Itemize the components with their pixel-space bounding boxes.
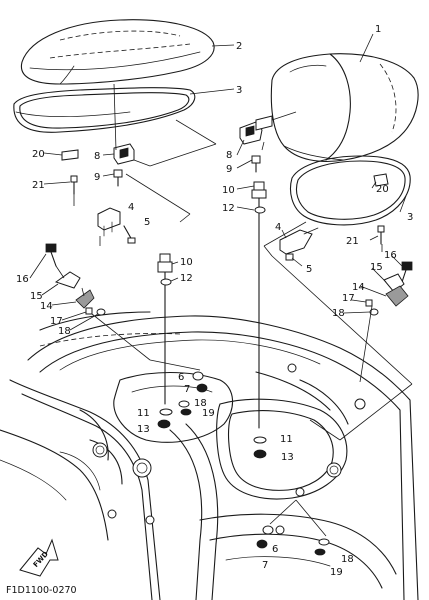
front-washer-11 [253, 436, 267, 444]
rear-washer-11 [159, 408, 173, 416]
rear-washer-19 [180, 408, 192, 416]
callout-3: 3 [236, 85, 242, 96]
callout-15-front: 15 [370, 262, 383, 273]
callout-21-rear: 21 [32, 180, 45, 191]
front-nut-7 [256, 539, 268, 549]
callout-6-rear: 6 [178, 372, 184, 383]
callout-10-front: 10 [222, 185, 235, 196]
forward-direction-arrow: FWD [19, 538, 59, 577]
rear-nut-7 [196, 383, 208, 393]
callout-16-front: 16 [384, 250, 397, 261]
rear-washer-12 [160, 278, 172, 286]
callout-9-front: 9 [226, 164, 232, 175]
rear-collar-18 [96, 308, 106, 316]
callout-18-rear-b: 18 [194, 398, 207, 409]
front-seat-gasket [289, 155, 411, 226]
front-nut-13 [253, 449, 267, 459]
callout-13-rear: 13 [137, 424, 150, 435]
front-stopper-14 [385, 285, 409, 307]
rear-striker-10 [157, 253, 173, 405]
diagram-code: F1D1100-0270 [6, 585, 77, 596]
rear-hook-4 [97, 207, 121, 237]
callout-7-rear: 7 [184, 384, 190, 395]
callout-17-rear: 17 [50, 316, 63, 327]
callout-17-front: 17 [342, 293, 355, 304]
callout-5-front: 5 [306, 264, 312, 275]
callout-3-front: 3 [407, 212, 413, 223]
callout-8-front: 8 [226, 150, 232, 161]
rear-plate-20 [61, 149, 79, 161]
dashed-outline [39, 333, 181, 347]
rear-screw-16 [45, 243, 57, 267]
callout-14-rear: 14 [40, 301, 53, 312]
front-striker-10 [251, 181, 267, 429]
callout-6-front: 6 [272, 544, 278, 555]
callout-19-front: 19 [330, 567, 343, 578]
callout-12-front: 12 [222, 203, 235, 214]
callout-4-rear: 4 [128, 202, 134, 213]
callout-20-front: 20 [376, 184, 389, 195]
callout-11-rear: 11 [137, 408, 150, 419]
rear-nut-13 [157, 419, 171, 429]
rear-cone-15 [54, 271, 81, 289]
callout-12-rear: 12 [180, 273, 193, 284]
callout-18-front: 18 [332, 308, 345, 319]
front-pin-21 [377, 225, 385, 245]
callout-19-rear: 19 [202, 408, 215, 419]
hull-deck [0, 311, 419, 600]
callout-10-rear: 10 [180, 257, 193, 268]
front-collar-17 [365, 299, 373, 307]
rear-seat-gasket [13, 87, 196, 133]
rear-nut-6 [192, 371, 204, 381]
assembly-leader-lines [55, 83, 413, 537]
front-hook-4 [279, 227, 319, 255]
callout-2: 2 [236, 41, 242, 52]
callout-leaders [29, 33, 407, 331]
callout-9-rear: 9 [94, 172, 100, 183]
callout-7-front: 7 [262, 560, 268, 571]
callout-18-rear: 18 [58, 326, 71, 337]
front-washer-12 [254, 206, 266, 214]
rear-screw-5 [123, 225, 136, 244]
rear-seat [20, 19, 215, 85]
callout-8-rear: 8 [94, 151, 100, 162]
callout-21-front: 21 [346, 236, 359, 247]
rear-latch-bracket-8 [113, 143, 135, 165]
rear-washer-18 [178, 400, 190, 408]
front-screw-16 [401, 261, 413, 283]
callout-5-rear: 5 [144, 217, 150, 228]
callout-14-front: 14 [352, 282, 365, 293]
front-seat [270, 53, 419, 163]
callout-15-rear: 15 [30, 291, 43, 302]
front-screw-5 [285, 253, 294, 261]
callout-1: 1 [375, 24, 381, 35]
callout-13-front: 13 [281, 452, 294, 463]
rear-bolt-9 [113, 169, 123, 187]
callout-20-rear: 20 [32, 149, 45, 160]
callout-numbers: 1 2 3 3 20 21 8 9 4 5 10 12 16 15 14 17 … [16, 24, 413, 578]
front-washer-6 [262, 525, 274, 535]
callout-11-front: 11 [280, 434, 293, 445]
rear-stopper-14 [75, 289, 95, 309]
rear-pin-21 [70, 175, 78, 195]
front-latch-bracket-8 [239, 115, 273, 145]
callout-16-rear: 16 [16, 274, 29, 285]
rear-collar-17 [85, 307, 93, 315]
front-washer-19 [314, 548, 326, 556]
callout-18-front-b: 18 [341, 554, 354, 565]
front-bolt-9 [251, 155, 261, 173]
callout-4-front: 4 [275, 222, 281, 233]
front-washer-18 [318, 538, 330, 546]
